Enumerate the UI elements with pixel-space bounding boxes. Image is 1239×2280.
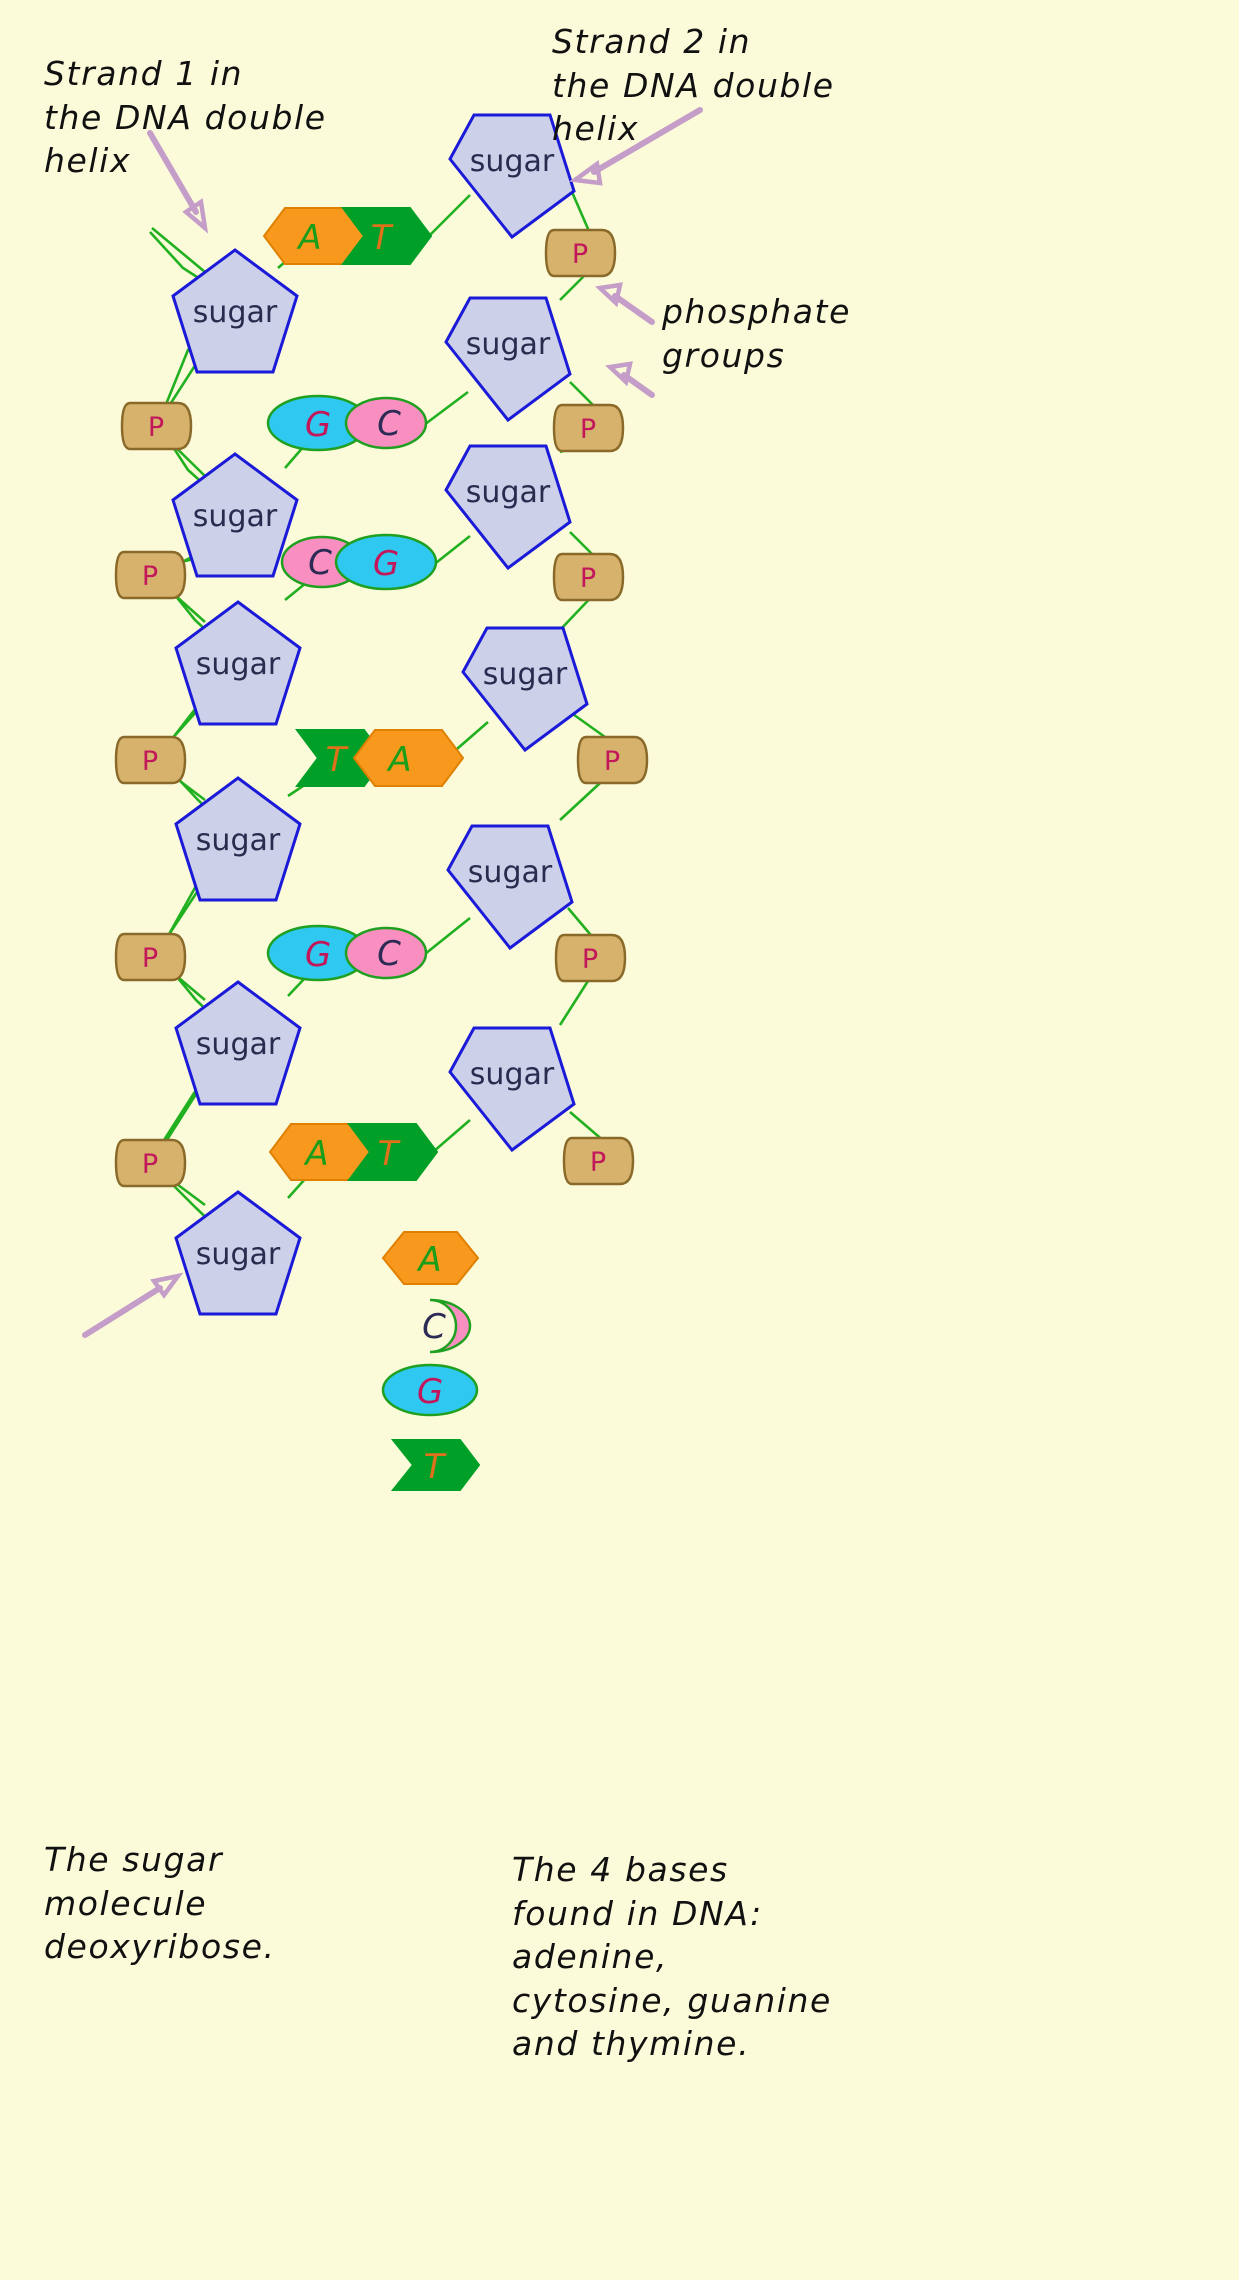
phosphate-group[interactable]: P	[576, 735, 649, 785]
base-letter-T: T	[371, 218, 394, 258]
sugar-pentagon[interactable]: sugar	[171, 248, 299, 374]
phosphate-group[interactable]: P	[544, 228, 617, 278]
sugar-label: sugar	[196, 647, 281, 682]
arrow-phosphate-upper	[595, 282, 655, 325]
base-pair: A T	[262, 207, 433, 265]
phosphate-label: P	[580, 563, 596, 594]
sugar-label: sugar	[483, 657, 568, 692]
sugar-label: sugar	[466, 475, 551, 510]
phosphate-group[interactable]: P	[114, 550, 187, 600]
legend-letter-A: A	[416, 1240, 441, 1280]
phosphate-label: P	[572, 239, 588, 270]
sugar-pentagon[interactable]: sugar	[444, 444, 572, 570]
legend-letter-T: T	[424, 1447, 447, 1487]
base-C-shape[interactable]	[344, 926, 428, 980]
strand1-phosphates: P P P P P	[114, 401, 193, 1188]
phosphate-group[interactable]: P	[552, 552, 625, 602]
annotation-four-bases: The 4 bases found in DNA: adenine, cytos…	[512, 1850, 832, 2064]
legend-letter-C: C	[422, 1307, 446, 1347]
base-T-shape[interactable]	[295, 729, 387, 787]
sugar-label: sugar	[196, 1027, 281, 1062]
annotation-strand1: Strand 1 in the DNA double helix	[44, 54, 327, 181]
sugar-pentagon[interactable]: sugar	[446, 824, 574, 950]
legend-item-T[interactable]: T	[390, 1439, 481, 1491]
phosphate-label: P	[142, 943, 158, 974]
phosphate-group[interactable]: P	[552, 403, 625, 453]
phosphate-label: P	[590, 1147, 606, 1178]
strand1-sugars: sugar sugar sugar sugar sugar sugar	[171, 248, 302, 1316]
sugar-pentagon[interactable]: sugar	[444, 296, 572, 422]
annotation-sugar-molecule: The sugar molecule deoxyribose.	[44, 1840, 276, 1967]
base-letter-A: A	[303, 1134, 328, 1174]
base-letter-A: A	[296, 218, 321, 258]
base-letter-G: G	[373, 544, 399, 584]
base-pair: G C	[266, 394, 428, 452]
sugar-pentagon[interactable]: sugar	[461, 626, 589, 752]
phosphate-label: P	[582, 944, 598, 975]
base-letter-C: C	[308, 543, 332, 583]
strand2-phosphates: P P P P P P	[544, 228, 649, 1186]
base-A-shape[interactable]	[352, 729, 465, 787]
legend-letter-G: G	[417, 1372, 443, 1412]
sugar-pentagon[interactable]: sugar	[174, 1190, 302, 1316]
annotation-phosphate-groups: phosphate groups	[662, 292, 851, 375]
strand2-sugars: sugar sugar sugar sugar sugar sugar	[444, 113, 589, 1152]
sugar-label: sugar	[193, 499, 278, 534]
phosphate-label: P	[142, 561, 158, 592]
base-letter-G: G	[305, 405, 331, 445]
legend-item-C[interactable]: C	[422, 1298, 472, 1354]
phosphate-group[interactable]: P	[114, 932, 187, 982]
base-letter-T: T	[326, 740, 349, 780]
phosphate-label: P	[142, 1149, 158, 1180]
sugar-label: sugar	[466, 327, 551, 362]
arrow-phosphate-lower	[605, 361, 655, 398]
phosphate-label: P	[580, 414, 596, 445]
sugar-label: sugar	[470, 1057, 555, 1092]
base-letter-G: G	[305, 935, 331, 975]
phosphate-group[interactable]: P	[120, 401, 193, 451]
phosphate-group[interactable]: P	[114, 735, 187, 785]
sugar-pentagon[interactable]: sugar	[174, 776, 302, 902]
phosphate-group[interactable]: P	[562, 1136, 635, 1186]
phosphate-group[interactable]: P	[554, 933, 627, 983]
base-letter-C: C	[377, 404, 401, 444]
sugar-pentagon[interactable]: sugar	[174, 600, 302, 726]
sugar-label: sugar	[470, 144, 555, 179]
base-C-shape[interactable]	[344, 396, 428, 450]
sugar-pentagon[interactable]: sugar	[448, 113, 576, 239]
base-T-shape[interactable]	[341, 207, 433, 265]
base-pair: T A	[295, 729, 465, 787]
sugar-pentagon[interactable]: sugar	[171, 452, 299, 578]
sugar-pentagon[interactable]: sugar	[174, 980, 302, 1106]
arrow-strand1	[147, 130, 209, 234]
sugar-pentagon[interactable]: sugar	[448, 1026, 576, 1152]
legend-shapes: A C G T	[381, 1231, 481, 1491]
base-pair: C G	[280, 533, 438, 591]
arrow-sugar	[82, 1272, 184, 1338]
sugar-label: sugar	[193, 295, 278, 330]
base-letter-C: C	[377, 934, 401, 974]
base-T-shape[interactable]	[347, 1123, 439, 1181]
legend-item-A[interactable]: A	[381, 1231, 480, 1285]
sugar-label: sugar	[196, 1237, 281, 1272]
base-G-shape[interactable]	[334, 533, 438, 591]
phosphate-label: P	[148, 412, 164, 443]
base-pair: G C	[266, 924, 428, 982]
base-letter-T: T	[378, 1134, 401, 1174]
sugar-label: sugar	[468, 855, 553, 890]
annotation-arrows	[82, 107, 703, 1338]
phosphate-label: P	[142, 746, 158, 777]
annotation-strand2: Strand 2 in the DNA double helix	[552, 22, 835, 149]
phosphate-group[interactable]: P	[114, 1138, 187, 1188]
base-pair: A T	[268, 1123, 439, 1181]
phosphate-label: P	[604, 746, 620, 777]
legend-item-G[interactable]: G	[381, 1363, 479, 1417]
arrow-strand2	[569, 107, 703, 186]
sugar-label: sugar	[196, 823, 281, 858]
base-letter-A: A	[386, 740, 411, 780]
